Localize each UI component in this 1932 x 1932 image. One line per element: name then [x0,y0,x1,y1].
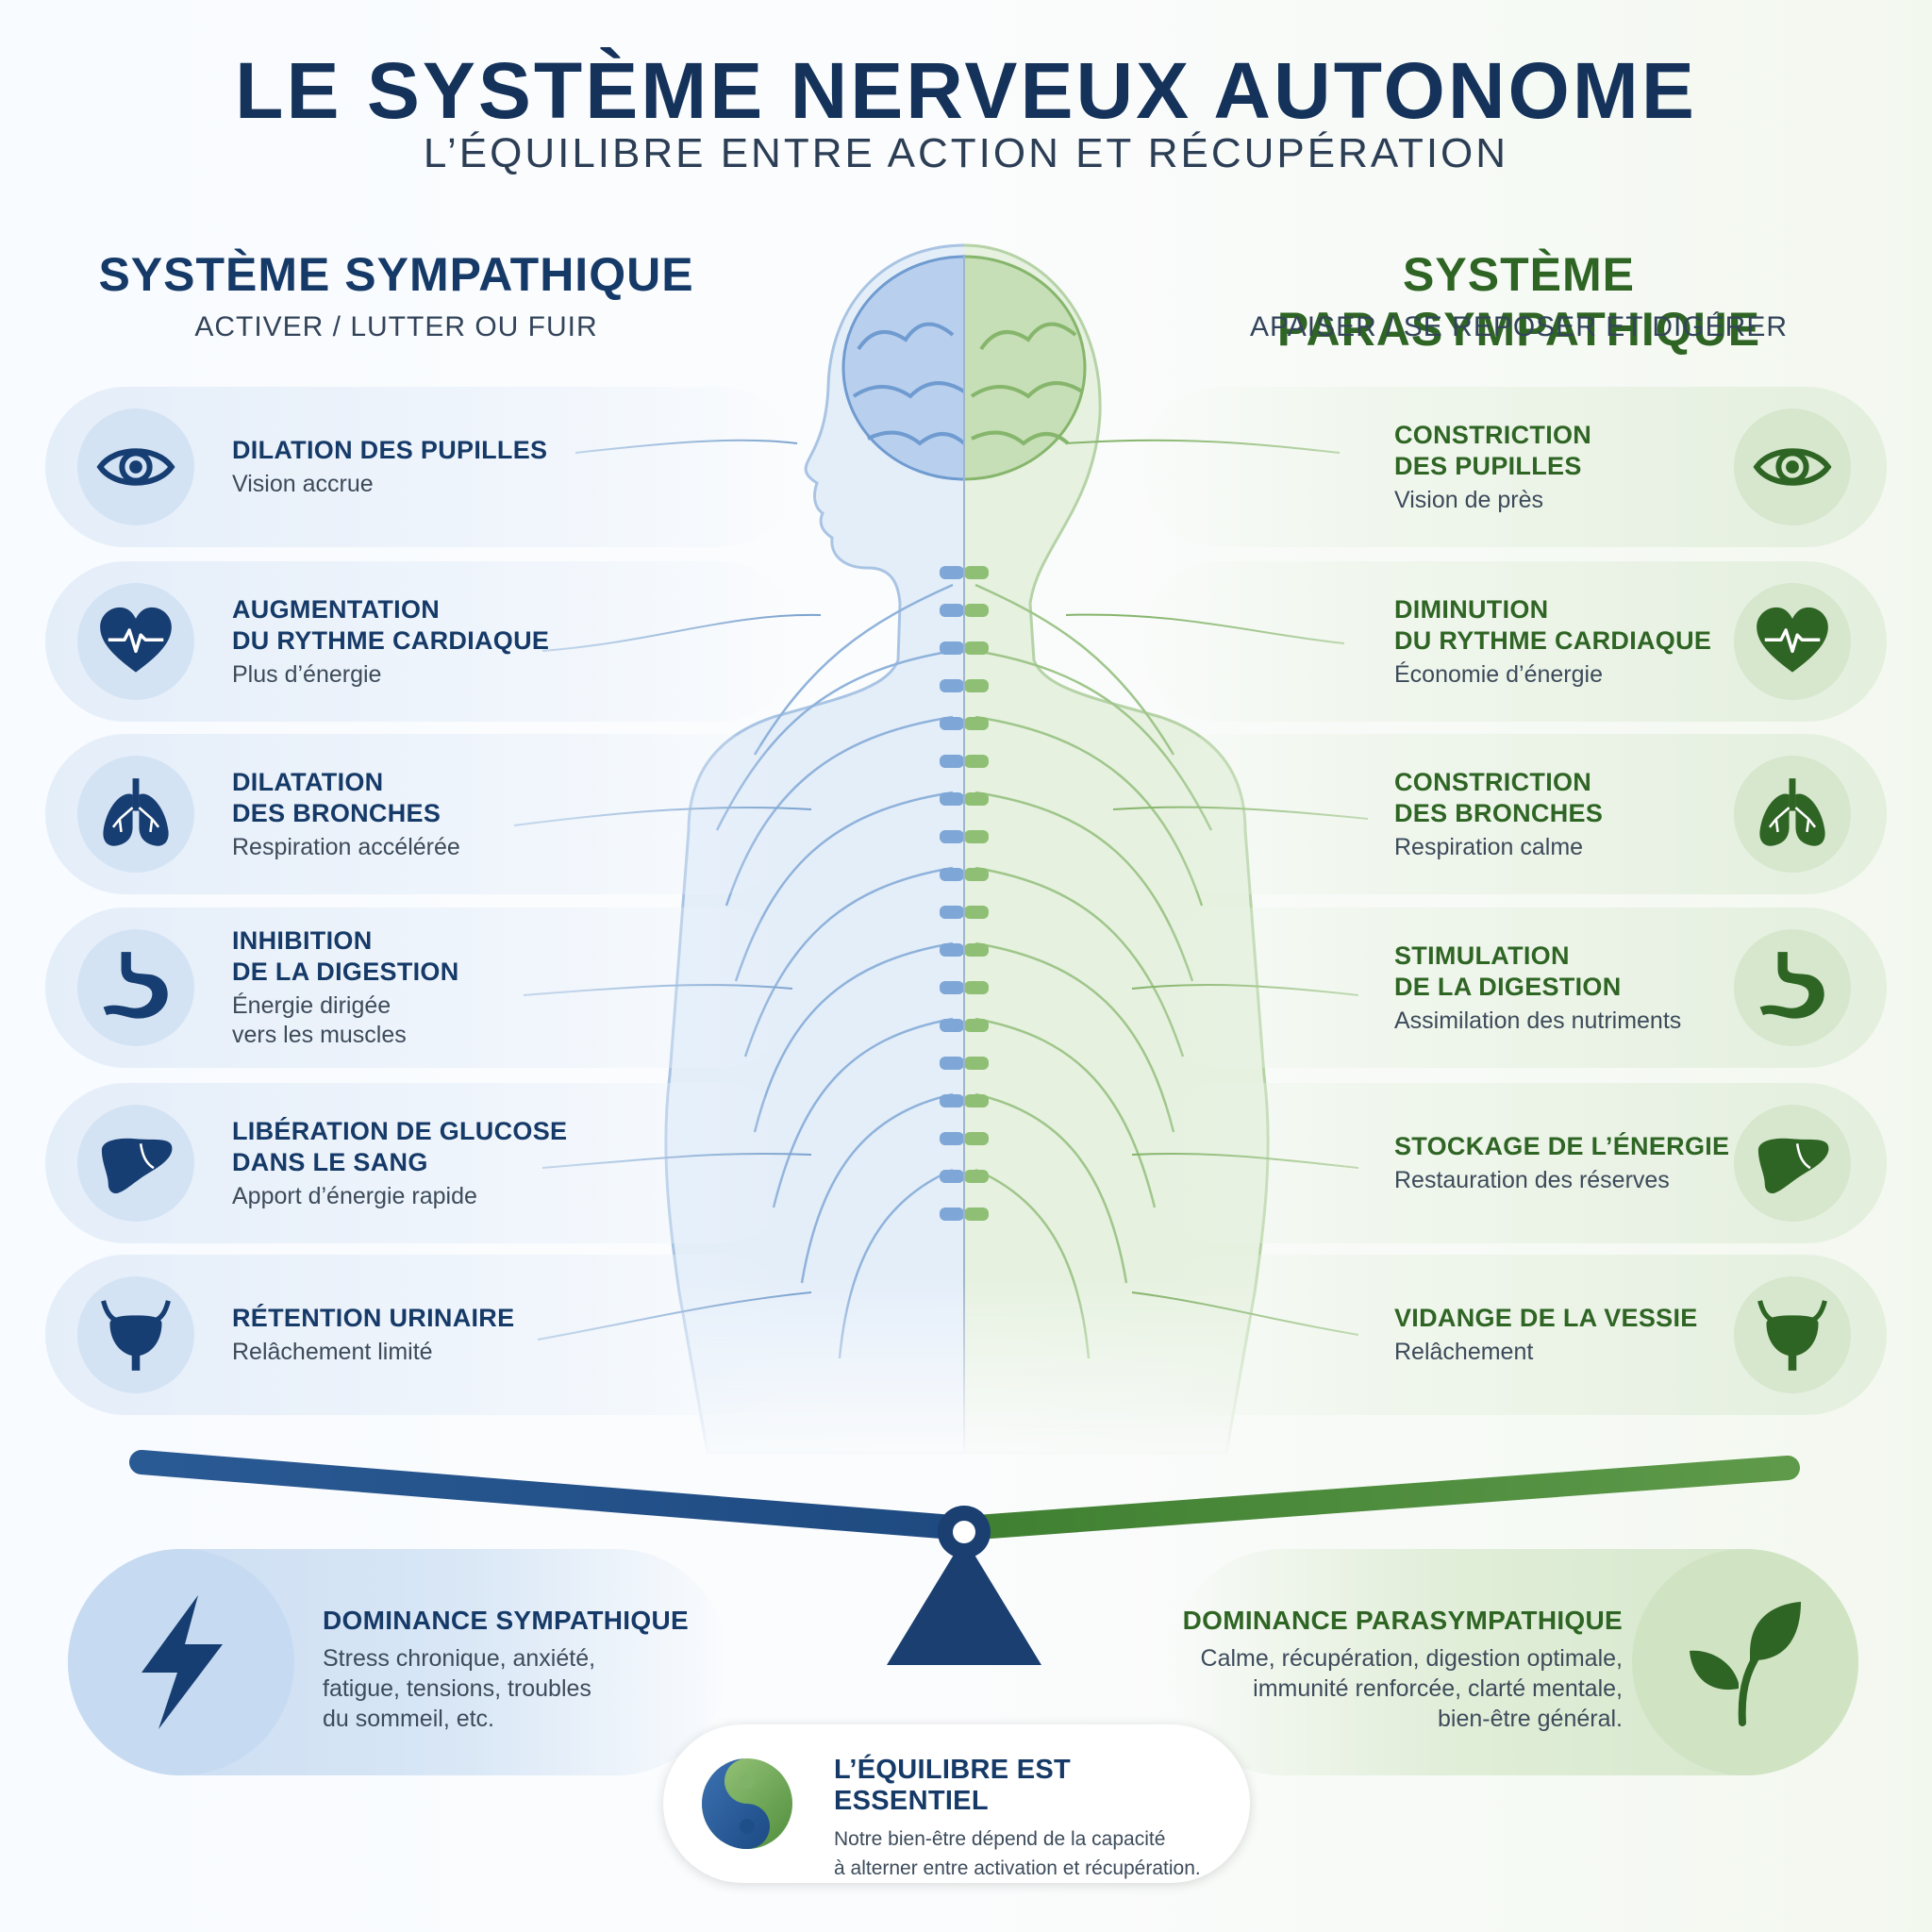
parasympathetic-item-1-title-2: DES PUPILLES [1394,451,1582,480]
stomach-icon [77,929,194,1046]
sympathetic-item-2-title-2: DU RYTHME CARDIAQUE [232,625,550,655]
page-title: LE SYSTÈME NERVEUX AUTONOME [235,46,1697,135]
fulcrum [887,1538,1041,1665]
sympathetic-dominance-desc-3: du sommeil, etc. [323,1706,495,1732]
parasympathetic-item-3-title-1: CONSTRICTION [1394,767,1592,796]
parasympathetic-item-4-title-1: STIMULATION [1394,941,1570,970]
parasympathetic-item-2-title-2: DU RYTHME CARDIAQUE [1394,625,1712,655]
parasympathetic-dominance-desc-1: Calme, récupération, digestion optimale, [1200,1645,1623,1672]
sympathetic-item-5-desc-1: Apport d’énergie rapide [232,1182,477,1209]
sympathetic-item-4-desc-2: vers les muscles [232,1022,407,1048]
bladder-icon [77,1276,194,1393]
parasympathetic-item-5-title-1: STOCKAGE DE L’ÉNERGIE [1394,1132,1730,1160]
balance-seesaw [129,1450,1800,1665]
sympathetic-card-text-4: INHIBITION DE LA DIGESTION Énergie dirigée… [232,925,628,1050]
parasympathetic-title: SYSTÈME PARASYMPATHIQUE [1276,248,1761,356]
heart-icon [77,583,194,700]
sympathetic-subtitle: ACTIVER / LUTTER OU FUIR [194,311,598,342]
balance-desc-2: à alterner entre activation et récupérat… [834,1857,1201,1879]
lungs-icon [1734,756,1851,873]
lungs-icon [77,756,194,873]
parasympathetic-item-2-title-1: DIMINUTION [1394,594,1549,624]
parasympathetic-card-text-6: VIDANGE DE LA VESSIE Relâchement [1394,1303,1790,1367]
sympathetic-title: SYSTÈME SYMPATHIQUE [98,248,694,301]
yin-yang-icon [702,1758,792,1849]
beam-right [952,1456,1800,1541]
parasympathetic-item-3-title-2: DES BRONCHES [1394,798,1604,827]
parasympathetic-item-6-desc-1: Relâchement [1394,1339,1534,1365]
parasympathetic-dominance-desc-2: immunité renforcée, clarté mentale, [1253,1675,1623,1702]
sympathetic-item-2-desc-1: Plus d’énergie [232,660,382,688]
page-subtitle: L’ÉQUILIBRE ENTRE ACTION ET RÉCUPÉRATION [423,130,1509,176]
parasympathetic-subtitle: APAISER / SE REPOSER ET DIGÉRER [1249,311,1789,342]
sympathetic-card-text-6: RÉTENTION URINAIRE Relâchement limité [232,1303,628,1367]
sympathetic-item-4-desc-1: Énergie dirigée [232,992,391,1019]
sympathetic-item-1-desc-1: Vision accrue [232,471,374,497]
parasympathetic-item-5-desc-1: Restauration des réserves [1394,1167,1670,1193]
lightning-icon [68,1549,294,1775]
sympathetic-dominance-desc-1: Stress chronique, anxiété, [323,1645,596,1672]
sympathetic-item-6-desc-1: Relâchement limité [232,1339,433,1365]
sympathetic-item-3-desc-1: Respiration accélérée [232,833,460,860]
sympathetic-item-3-title-2: DES BRONCHES [232,798,441,827]
beam-left [129,1450,976,1541]
sympathetic-item-3-title-1: DILATATION [232,767,384,796]
parasympathetic-item-1-desc-1: Vision de près [1394,486,1543,513]
parasympathetic-item-3-desc-1: Respiration calme [1394,833,1584,860]
liver-icon [77,1105,194,1222]
sympathetic-item-6-title-1: RÉTENTION URINAIRE [232,1304,515,1332]
sympathetic-item-1-title-1: DILATION DES PUPILLES [232,436,548,464]
eye-icon [77,408,194,525]
sympathetic-card-text-1: DILATION DES PUPILLES Vision accrue [232,435,628,499]
sympathetic-item-5-title-2: DANS LE SANG [232,1147,428,1176]
bladder-icon [1734,1276,1851,1393]
leaf-icon [1632,1549,1858,1775]
sympathetic-item-5-title-1: LIBÉRATION DE GLUCOSE [232,1116,568,1145]
parasympathetic-item-1-title-1: CONSTRICTION [1394,420,1592,449]
eye-icon [1734,408,1851,525]
parasympathetic-dominance-title: DOMINANCE PARASYMPATHIQUE [1182,1606,1623,1635]
sympathetic-dominance-desc-2: fatigue, tensions, troubles [323,1675,591,1702]
parasympathetic-card-text-5: STOCKAGE DE L’ÉNERGIE Restauration des ré… [1394,1131,1790,1195]
stomach-icon [1734,929,1851,1046]
parasympathetic-item-6-title-1: VIDANGE DE LA VESSIE [1394,1304,1698,1332]
parasympathetic-item-4-desc-1: Assimilation des nutriments [1394,1007,1682,1034]
body-illustration [664,243,1270,1455]
parasympathetic-dominance-desc-3: bien-être général. [1438,1706,1623,1732]
sympathetic-dominance-title: DOMINANCE SYMPATHIQUE [323,1606,689,1635]
liver-icon [1734,1105,1851,1222]
parasympathetic-item-4-title-2: DE LA DIGESTION [1394,972,1622,1001]
sympathetic-item-4-title-2: DE LA DIGESTION [232,958,459,986]
balance-desc-1: Notre bien-être dépend de la capacité [834,1828,1166,1850]
balance-title: L’ÉQUILIBRE EST ESSENTIEL [834,1755,1072,1816]
sympathetic-item-4-title-1: INHIBITION [232,926,373,955]
sympathetic-item-2-title-1: AUGMENTATION [232,594,441,624]
parasympathetic-item-2-desc-1: Économie d’énergie [1394,660,1603,688]
heart-icon [1734,583,1851,700]
